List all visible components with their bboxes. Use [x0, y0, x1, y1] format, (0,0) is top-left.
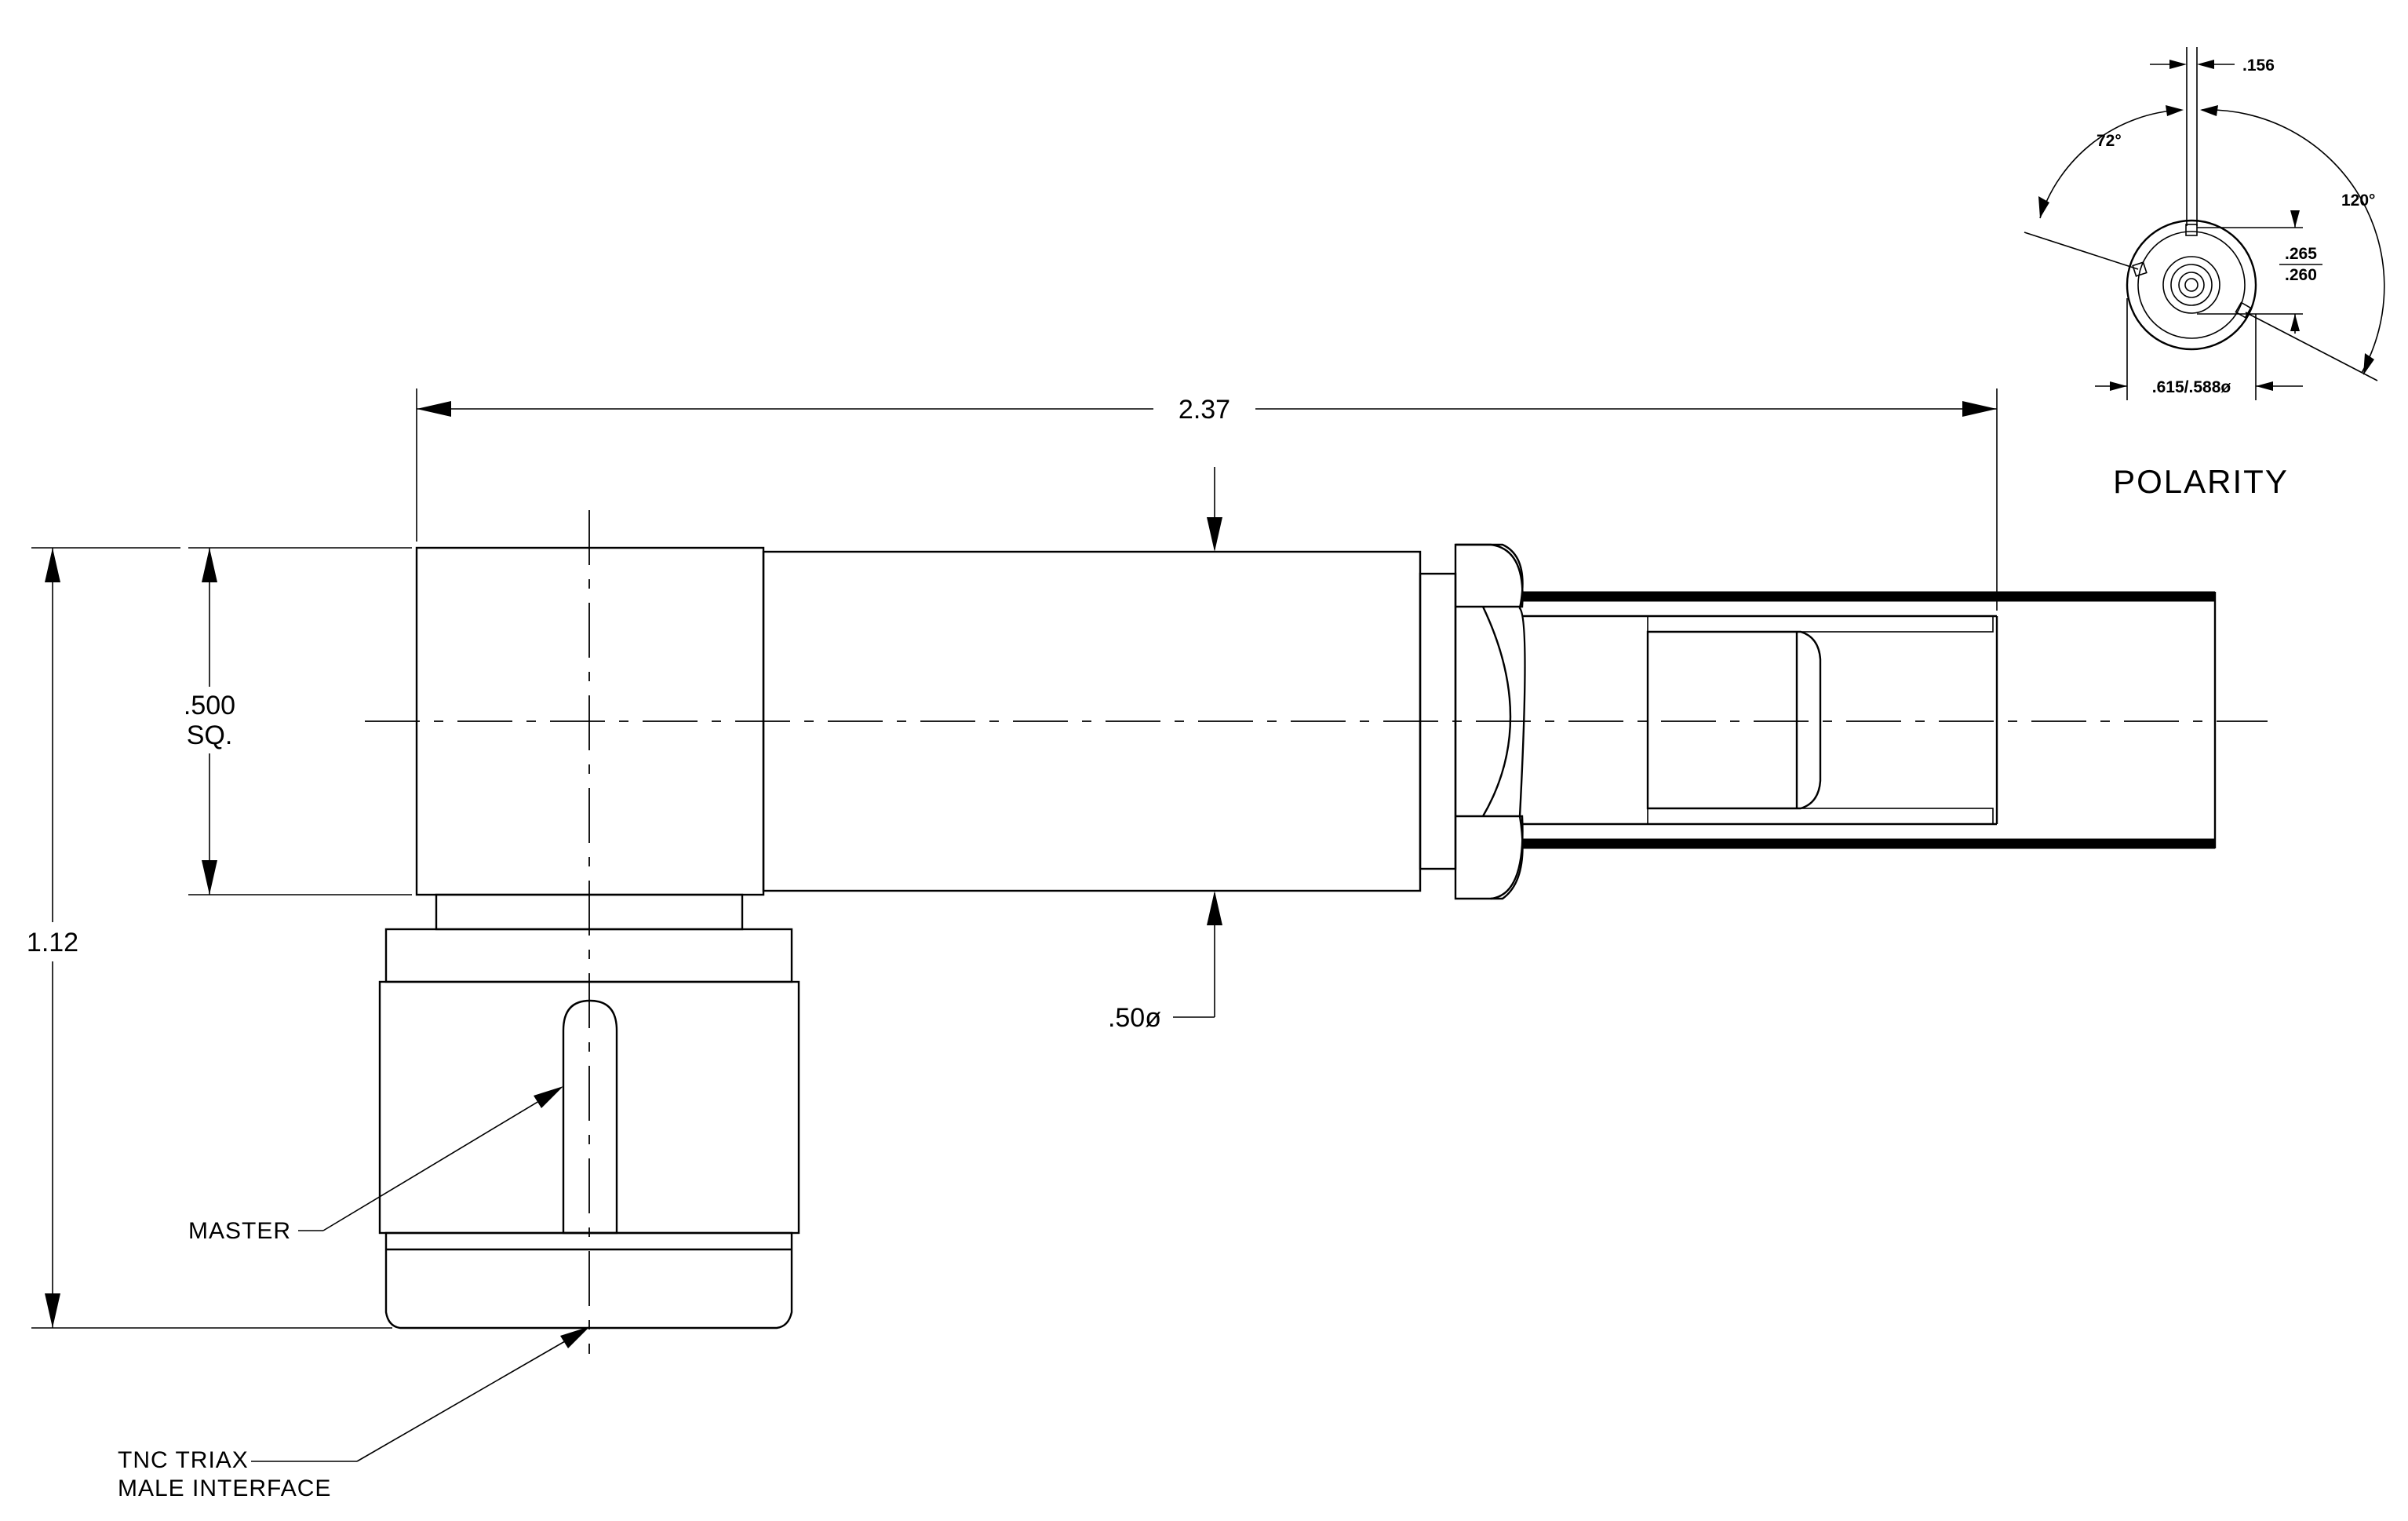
body-square-value: .500	[184, 691, 235, 720]
polarity-title: POLARITY	[2113, 463, 2289, 500]
key-width-label: .156	[2242, 57, 2275, 75]
overall-length-label: 2.37	[1178, 395, 1230, 425]
braid-knurl	[1646, 630, 1822, 810]
interface-label-line2: MALE INTERFACE	[118, 1475, 331, 1501]
dimension-overall-length: 2.37	[416, 388, 1998, 611]
tube-diameter-label: .50ø	[1108, 1003, 1161, 1033]
body-square-suffix: SQ.	[187, 720, 233, 750]
ferrule-hatch-top	[1647, 615, 1994, 633]
arc-120	[2201, 109, 2385, 374]
connector-body	[415, 543, 2217, 900]
dimension-overall-height: 1.12	[27, 547, 392, 1329]
bore-lower-label: .260	[2285, 266, 2317, 284]
outer-diameter-label: .615/.588ø	[2152, 378, 2231, 396]
dimension-body-square: .500 SQ.	[184, 547, 412, 895]
polarity-view: .156 72° 120° .265 .260	[2024, 47, 2385, 500]
callout-master: MASTER	[188, 1086, 563, 1244]
callout-interface: TNC TRIAX MALE INTERFACE	[118, 1326, 590, 1501]
polarity-outer-ring	[2126, 219, 2257, 351]
overall-height-label: 1.12	[27, 928, 78, 957]
dimension-tube-diameter: .50ø	[1108, 467, 1222, 1033]
master-label: MASTER	[188, 1218, 291, 1244]
coupling-tip	[384, 1231, 793, 1330]
angle-120-label: 120°	[2341, 191, 2375, 210]
bore-upper-label: .265	[2285, 245, 2317, 263]
interface-label-line1: TNC TRIAX	[118, 1447, 249, 1473]
arc-72	[2039, 109, 2182, 219]
master-slot	[562, 999, 618, 1235]
hex-nut	[1454, 543, 1526, 900]
hex-nut-profile	[1455, 543, 1524, 900]
ferrule-hatch-bottom	[1647, 808, 1994, 825]
angle-72-label: 72°	[2097, 132, 2122, 150]
